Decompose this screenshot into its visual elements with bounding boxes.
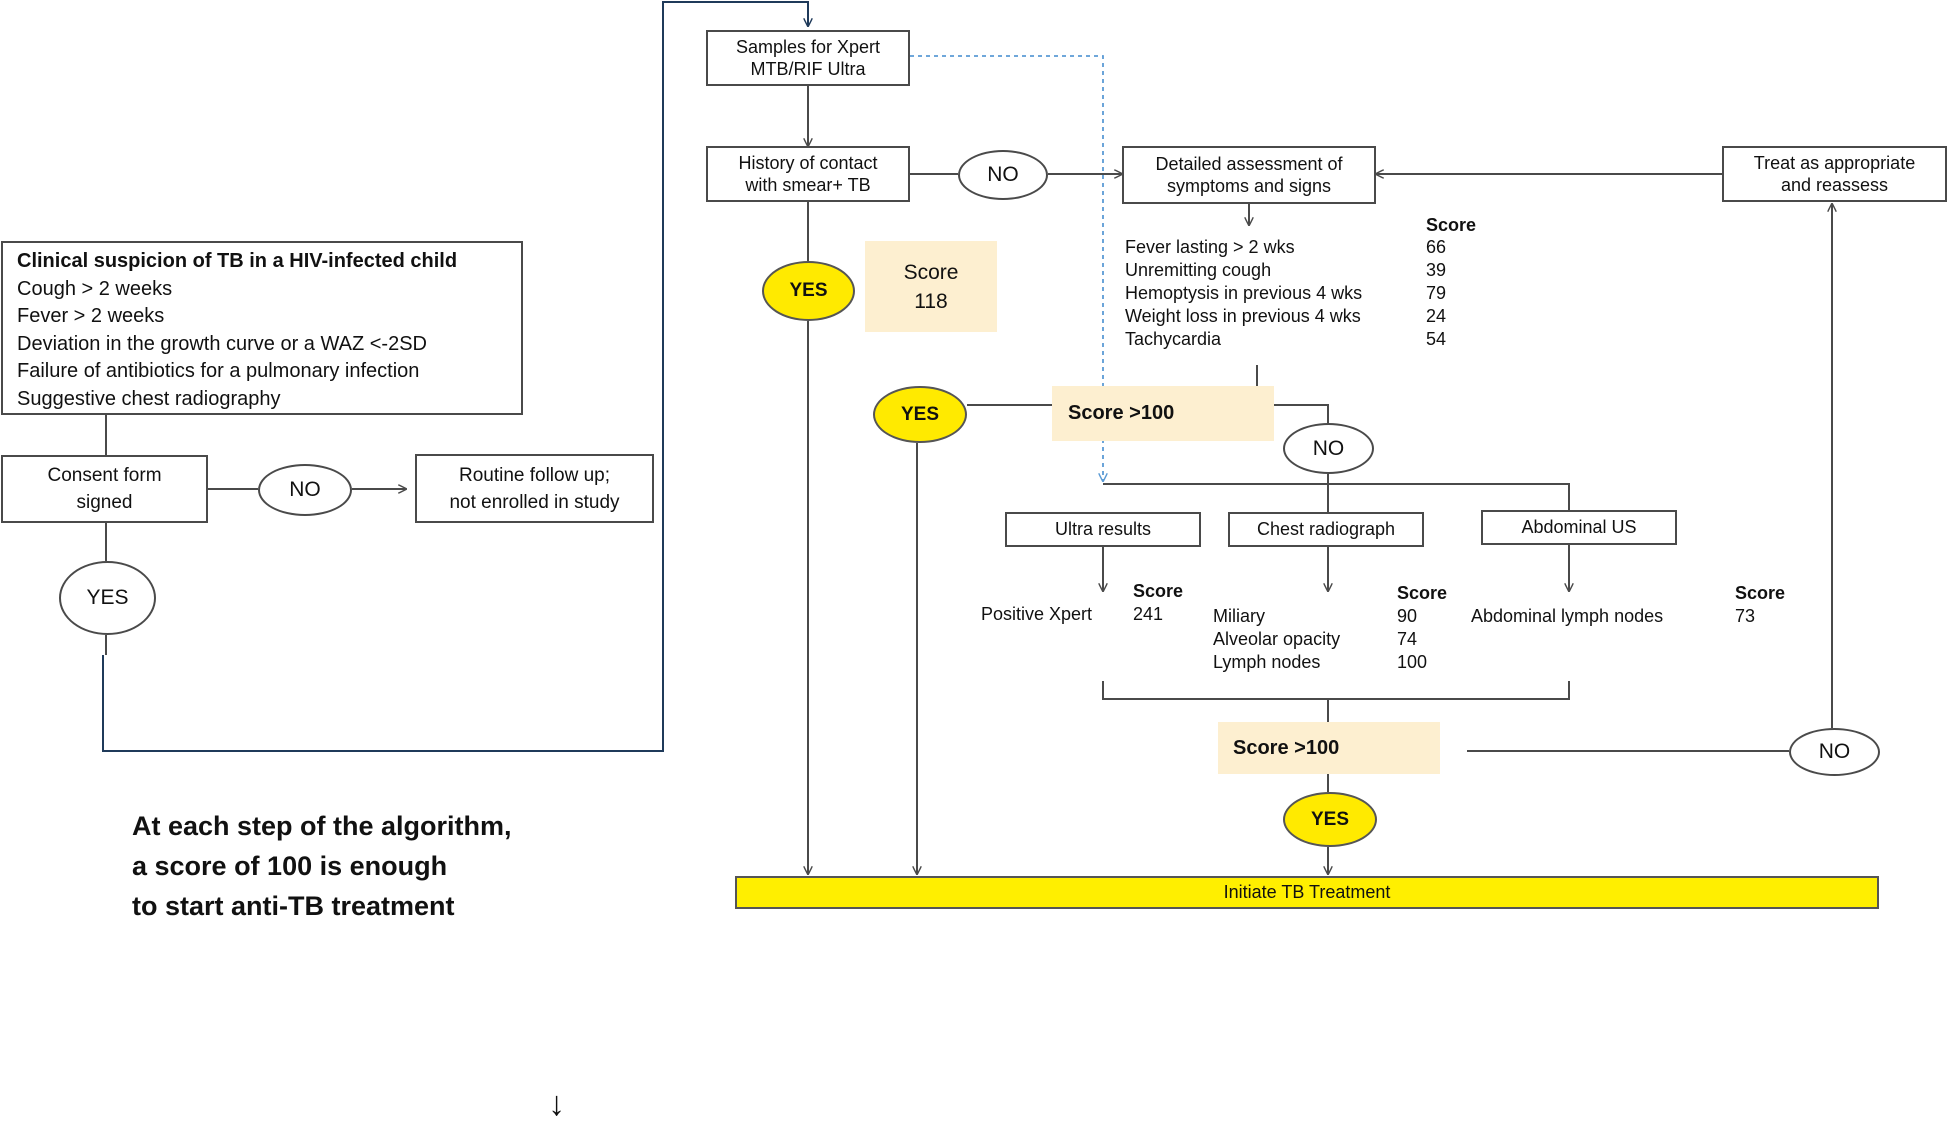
note-line: a score of 100 is enough xyxy=(132,851,448,881)
clinical-item: Fever > 2 weeks xyxy=(17,305,165,327)
ultra-result-label: Positive Xpert xyxy=(981,604,1093,624)
symptom-score: 54 xyxy=(1426,329,1447,349)
assessment-line1: Detailed assessment of xyxy=(1155,154,1343,174)
symptom-label: Unremitting cough xyxy=(1125,260,1272,280)
chest-result-score: 90 xyxy=(1397,606,1418,626)
samples-xpert-box: Samples for Xpert MTB/RIF Ultra xyxy=(706,30,910,86)
clinical-item: Deviation in the growth curve or a WAZ <… xyxy=(17,332,427,355)
chest-result-score: 100 xyxy=(1397,652,1428,672)
contact-yes-oval: YES xyxy=(762,261,855,321)
symptoms-score-header: Score xyxy=(1426,215,1477,235)
symptom-score: 39 xyxy=(1426,260,1447,280)
symptom-yes-oval: YES xyxy=(873,386,967,443)
clinical-suspicion-title: Clinical suspicion of TB in a HIV-infect… xyxy=(17,250,458,272)
ultra-result-score: 241 xyxy=(1133,604,1164,624)
clinical-item: Failure of antibiotics for a pulmonary i… xyxy=(17,360,420,382)
chest-result-label: Miliary xyxy=(1213,606,1265,626)
consent-label-line2: signed xyxy=(76,492,133,513)
final-yes-oval: YES xyxy=(1283,792,1377,847)
treat-reassess-box: Treat as appropriate and reassess xyxy=(1722,146,1947,202)
chest-result-score: 74 xyxy=(1397,629,1418,649)
symptom-threshold-box: Score >100 xyxy=(1052,386,1274,441)
ultra-score-header: Score xyxy=(1133,581,1184,601)
consent-label-line1: Consent form xyxy=(47,465,162,486)
detailed-assessment-box: Detailed assessment of symptoms and sign… xyxy=(1122,146,1376,204)
clinical-item: Suggestive chest radiography xyxy=(17,387,281,410)
note-line: to start anti-TB treatment xyxy=(132,891,455,921)
chest-result-label: Alveolar opacity xyxy=(1213,629,1341,649)
abdominal-result-score: 73 xyxy=(1735,606,1756,626)
clinical-suspicion-box: Clinical suspicion of TB in a HIV-infect… xyxy=(1,241,523,415)
symptom-label: Fever lasting > 2 wks xyxy=(1125,237,1295,257)
abdominal-us-box: Abdominal US xyxy=(1481,510,1677,545)
note-line: At each step of the algorithm, xyxy=(132,811,512,841)
contact-line1: History of contact xyxy=(738,153,878,173)
routine-follow-up-box: Routine follow up; not enrolled in study xyxy=(415,454,654,523)
symptom-label: Tachycardia xyxy=(1125,329,1222,349)
branch-line xyxy=(1103,483,1570,510)
score-to-no-line xyxy=(1274,404,1329,423)
ultra-results-box: Ultra results xyxy=(1005,512,1201,547)
symptom-label: Hemoptysis in previous 4 wks xyxy=(1125,283,1363,303)
contact-no-oval: NO xyxy=(958,150,1048,200)
contact-line2: with smear+ TB xyxy=(745,175,871,195)
symptom-score: 79 xyxy=(1426,283,1447,303)
chest-score-header: Score xyxy=(1397,583,1448,603)
symptom-label: Weight loss in previous 4 wks xyxy=(1125,306,1361,326)
chest-result-label: Lymph nodes xyxy=(1213,652,1321,672)
assessment-line2: symptoms and signs xyxy=(1166,176,1332,196)
symptom-no-oval: NO xyxy=(1283,423,1374,474)
initiate-tb-treatment-bar: Initiate TB Treatment xyxy=(735,876,1879,909)
treat-line2: and reassess xyxy=(1780,175,1889,195)
final-no-oval: NO xyxy=(1789,728,1880,776)
routine-line2: not enrolled in study xyxy=(449,491,620,513)
contact-score-box: Score 118 xyxy=(865,241,997,332)
algorithm-note: At each step of the algorithm, a score o… xyxy=(132,806,512,926)
down-arrow-icon: ↓ xyxy=(548,1085,565,1123)
symptom-score: 66 xyxy=(1426,237,1447,257)
routine-line1: Routine follow up; xyxy=(458,464,611,486)
samples-line1: Samples for Xpert xyxy=(735,37,881,57)
dotted-samples-to-ultra-line xyxy=(910,55,1103,481)
consent-no-oval: NO xyxy=(258,464,352,516)
contact-score-label: Score xyxy=(903,260,959,284)
consent-yes-oval: YES xyxy=(59,561,156,635)
treat-line1: Treat as appropriate xyxy=(1753,153,1916,173)
abdominal-result-label: Abdominal lymph nodes xyxy=(1471,606,1664,626)
chest-radiograph-box: Chest radiograph xyxy=(1228,512,1424,547)
results-bracket-line xyxy=(1102,681,1570,700)
samples-line2: MTB/RIF Ultra xyxy=(750,59,866,79)
final-threshold-box: Score >100 xyxy=(1218,722,1440,774)
contact-history-box: History of contact with smear+ TB xyxy=(706,146,910,202)
frame-link-line xyxy=(102,1,808,752)
contact-score-value: 118 xyxy=(914,289,948,313)
clinical-item: Cough > 2 weeks xyxy=(17,277,173,300)
abdominal-score-header: Score xyxy=(1735,583,1786,603)
consent-form-box: Consent form signed xyxy=(1,455,208,523)
symptom-score: 24 xyxy=(1426,306,1447,326)
